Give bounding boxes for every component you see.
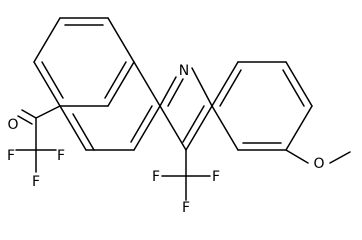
double-bond-inner — [72, 113, 95, 151]
double-bond-inner — [104, 61, 127, 99]
bond — [191, 67, 213, 107]
double-bond-inner — [41, 61, 64, 99]
trifluoromethyl-group — [161, 149, 211, 201]
double-bond-inner — [130, 105, 153, 143]
bond — [133, 61, 161, 107]
carbonyl-double-bond — [17, 115, 33, 125]
cf3-fluorine-left-label: F — [152, 169, 160, 185]
bond — [285, 61, 313, 107]
bond — [33, 17, 61, 63]
central-ring — [59, 61, 161, 151]
cf3-fluorine-bottom-label: F — [182, 200, 190, 216]
trifluoroacetyl-group — [15, 105, 61, 173]
carbonyl-oxygen-label: O — [7, 117, 18, 133]
bond — [285, 105, 313, 151]
ring-nitrogen-label: N — [179, 63, 189, 79]
structure-canvas: N O O F F F F F F — [7, 17, 351, 216]
bond — [35, 105, 61, 119]
methoxy-benzene-ring — [211, 61, 313, 151]
acyl-fluorine-left-label: F — [7, 148, 15, 164]
bond — [159, 105, 187, 151]
chemical-structure-diagram: N O O F F F F F F — [7, 17, 351, 216]
bond — [107, 17, 135, 63]
ether-oxygen-label: O — [313, 156, 324, 172]
cf3-fluorine-right-label: F — [212, 169, 220, 185]
double-bond-inner — [167, 78, 184, 107]
bond — [211, 61, 239, 107]
bond — [33, 61, 61, 107]
acyl-fluorine-right-label: F — [57, 148, 65, 164]
acyl-fluorine-bottom-label: F — [32, 174, 40, 190]
methoxy-group — [285, 149, 351, 164]
benzo-ring — [33, 17, 135, 107]
bond — [211, 105, 239, 151]
bond — [133, 105, 161, 151]
pyridine-ring — [159, 67, 213, 151]
double-bond-inner — [182, 105, 205, 143]
bond — [159, 76, 177, 107]
carbonyl-double-bond — [21, 109, 37, 119]
bond — [59, 105, 87, 151]
bond — [107, 61, 135, 107]
double-bond-inner — [282, 69, 305, 107]
bond — [329, 151, 351, 164]
bond — [285, 149, 309, 164]
double-bond-inner — [219, 69, 242, 107]
bond — [185, 105, 213, 151]
